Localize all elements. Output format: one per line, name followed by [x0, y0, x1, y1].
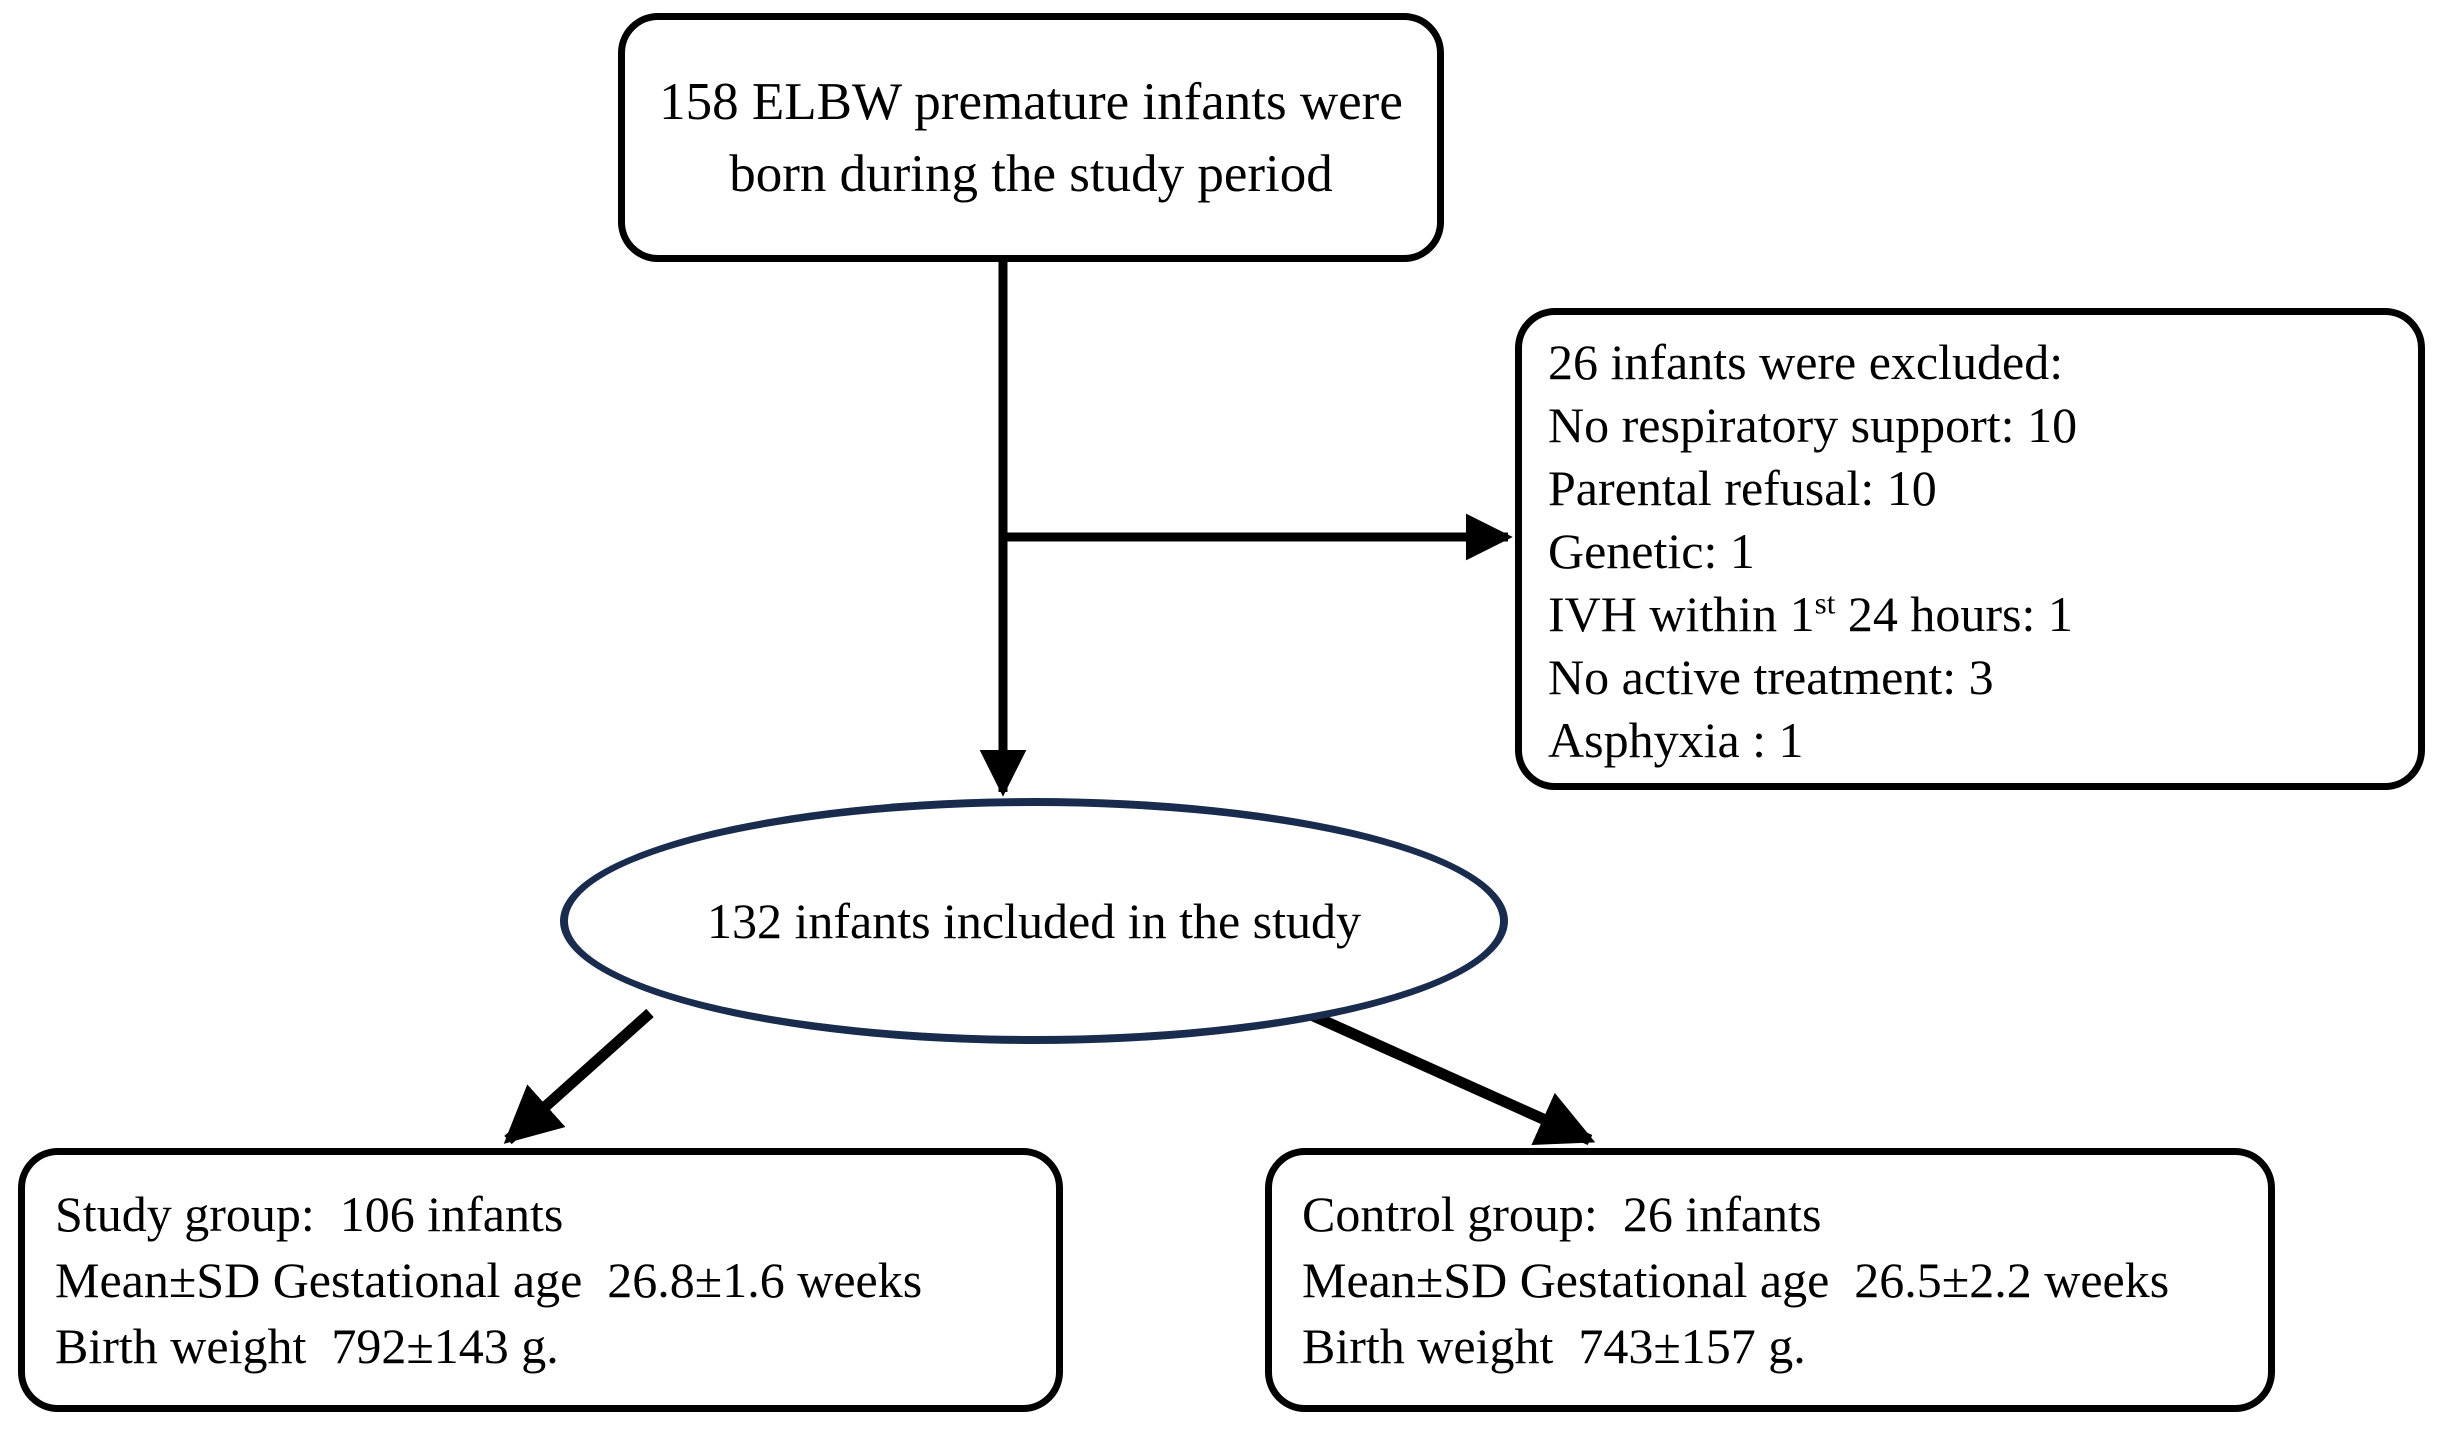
- node-study-group: Study group: 106 infants Mean±SD Gestati…: [18, 1148, 1063, 1412]
- excluded-reason-no-respiratory-support: No respiratory support: 10: [1548, 394, 2418, 457]
- enrolled-line-2: born during the study period: [729, 144, 1333, 203]
- excluded-reason-parental-refusal: Parental refusal: 10: [1548, 457, 2418, 520]
- included-label: 132 infants included in the study: [706, 893, 1362, 949]
- reason-count: 1: [1778, 712, 1804, 768]
- node-included-cohort: 132 infants included in the study: [560, 798, 1508, 1044]
- reason-label-tail: 24 hours:: [1835, 586, 2036, 642]
- reason-count: 1: [2047, 586, 2073, 642]
- reason-count: 3: [1968, 649, 1994, 705]
- excluded-heading: 26 infants were excluded:: [1548, 334, 2064, 390]
- reason-label: No active treatment:: [1548, 649, 1957, 705]
- reason-label: No respiratory support:: [1548, 397, 2015, 453]
- connector-included-to-study-group: [503, 1008, 654, 1145]
- control-group-line-1: Control group: 26 infants: [1302, 1186, 1822, 1242]
- ordinal-suffix: st: [1814, 585, 1836, 621]
- reason-label: Genetic:: [1548, 523, 1718, 579]
- node-excluded-infants: 26 infants were excluded: No respiratory…: [1515, 308, 2425, 790]
- excluded-reason-genetic: Genetic: 1: [1548, 520, 2418, 583]
- reason-count: 10: [1886, 460, 1937, 516]
- excluded-reason-asphyxia: Asphyxia : 1: [1548, 709, 2418, 772]
- study-group-line-3: Birth weight 792±143 g.: [55, 1318, 559, 1374]
- control-group-line-3: Birth weight 743±157 g.: [1302, 1318, 1806, 1374]
- excluded-reason-no-active-treatment: No active treatment: 3: [1548, 646, 2418, 709]
- reason-label: Parental refusal:: [1548, 460, 1875, 516]
- enrolled-line-1: 158 ELBW premature infants were: [659, 72, 1403, 131]
- reason-count: 10: [2027, 397, 2078, 453]
- reason-label: Asphyxia :: [1548, 712, 1767, 768]
- excluded-reason-ivh-first-24-hours: IVH within 1st 24 hours: 1: [1548, 583, 2418, 646]
- connector-included-to-control-group: [1297, 1004, 1596, 1146]
- node-control-group: Control group: 26 infants Mean±SD Gestat…: [1265, 1148, 2275, 1412]
- reason-label: IVH within 1: [1548, 586, 1815, 642]
- study-group-line-2: Mean±SD Gestational age 26.8±1.6 weeks: [55, 1252, 923, 1308]
- reason-count: 1: [1729, 523, 1755, 579]
- control-group-line-2: Mean±SD Gestational age 26.5±2.2 weeks: [1302, 1252, 2170, 1308]
- study-group-line-1: Study group: 106 infants: [55, 1186, 564, 1242]
- node-enrolled-cohort: 158 ELBW premature infants were born dur…: [618, 13, 1444, 262]
